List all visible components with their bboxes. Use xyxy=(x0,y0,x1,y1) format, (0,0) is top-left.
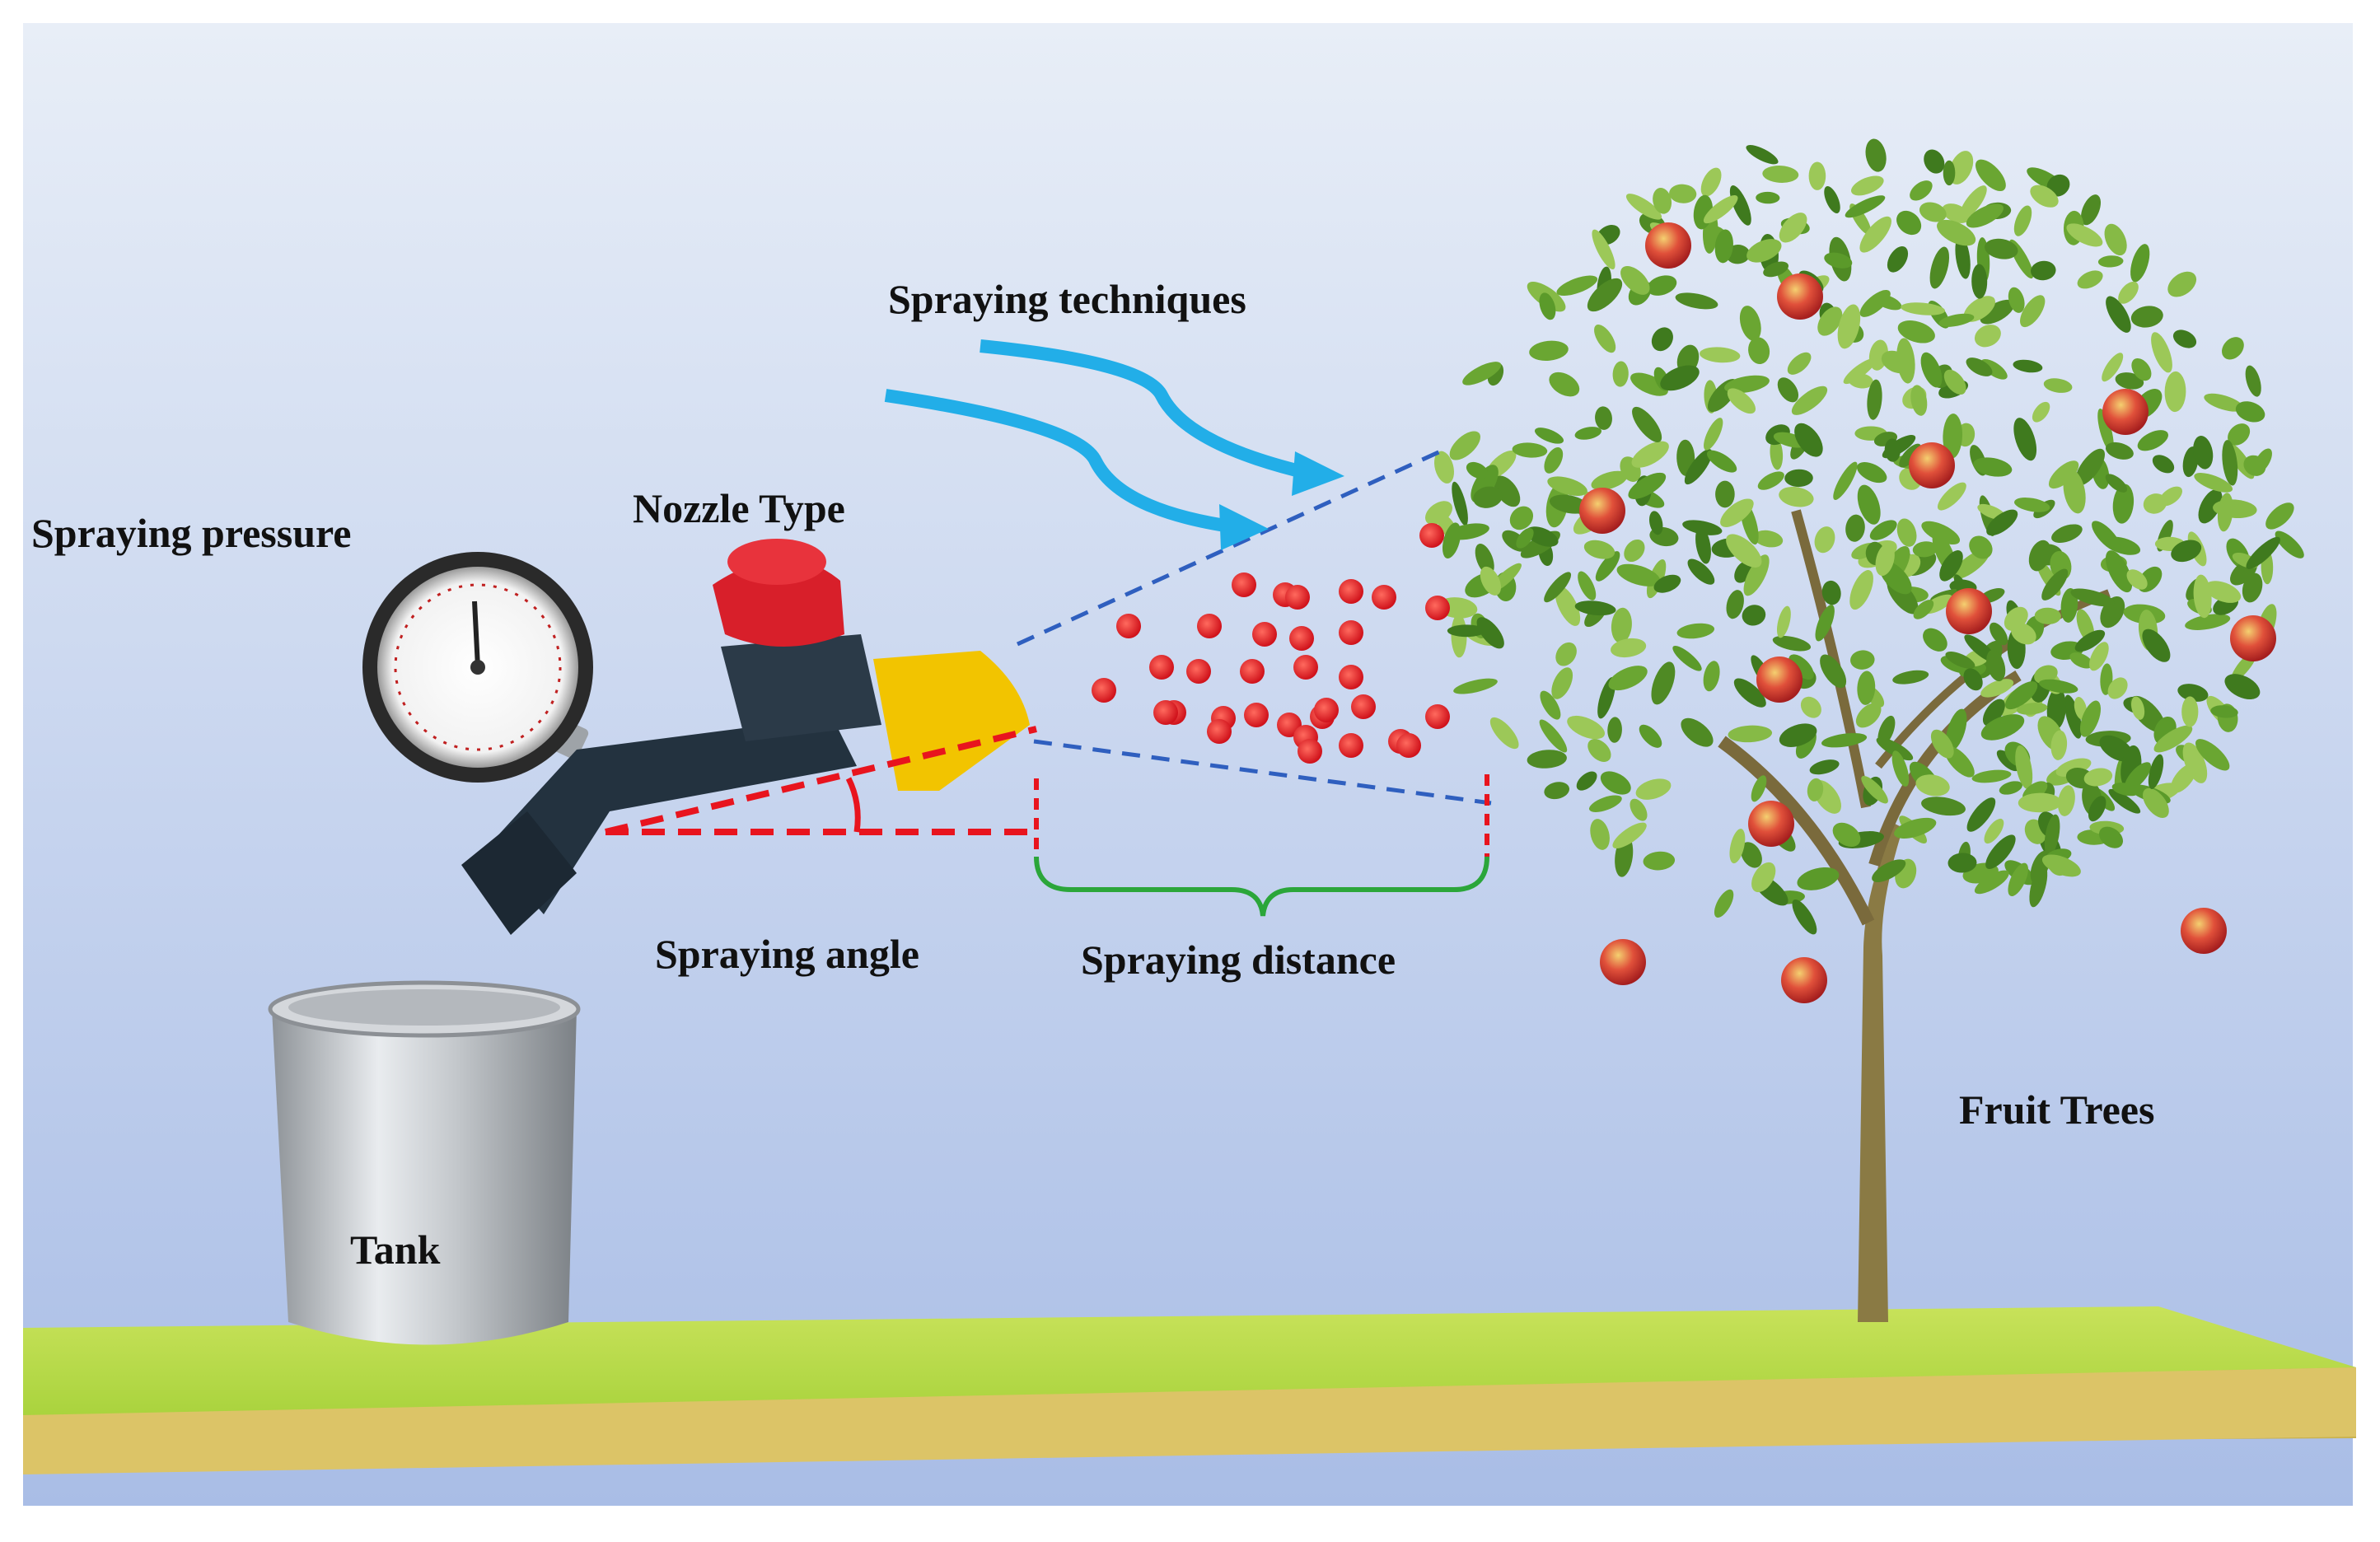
tree-canopy xyxy=(1425,138,2304,935)
droplet xyxy=(1419,523,1444,548)
label-spraying-angle: Spraying angle xyxy=(655,931,919,977)
droplet xyxy=(1339,620,1363,645)
label-spraying-distance: Spraying distance xyxy=(1081,937,1396,983)
apple xyxy=(2230,615,2276,661)
label-spraying-techniques: Spraying techniques xyxy=(888,276,1246,322)
spraying-technique-arrows xyxy=(884,339,1344,550)
droplet xyxy=(1116,614,1141,638)
apple xyxy=(1781,957,1827,1003)
droplet xyxy=(1396,733,1421,758)
droplet xyxy=(1092,678,1116,703)
droplet xyxy=(1232,572,1256,597)
spraying-angle-marker xyxy=(605,726,1037,835)
droplet xyxy=(1149,655,1174,680)
droplet xyxy=(1351,694,1376,719)
droplet xyxy=(1244,703,1269,727)
droplet xyxy=(1339,579,1363,604)
droplet xyxy=(1298,739,1322,764)
droplet xyxy=(1339,665,1363,689)
fruit-tree xyxy=(1425,138,2304,1322)
apple xyxy=(1600,939,1646,985)
droplet xyxy=(1153,700,1178,725)
droplet xyxy=(1314,698,1339,722)
tank xyxy=(268,980,581,1345)
ground xyxy=(23,1306,2356,1474)
pressure-gauge xyxy=(362,552,593,783)
droplet xyxy=(1240,659,1265,684)
droplet xyxy=(1372,585,1396,610)
droplet xyxy=(1186,659,1211,684)
apple xyxy=(1579,488,1625,534)
spray-cone xyxy=(1016,446,1492,806)
label-nozzle-type: Nozzle Type xyxy=(633,485,845,531)
label-spraying-pressure: Spraying pressure xyxy=(31,510,352,556)
droplet xyxy=(1339,733,1363,758)
label-fruit-trees: Fruit Trees xyxy=(1959,1086,2155,1133)
droplet xyxy=(1252,622,1277,647)
droplet xyxy=(1197,614,1222,638)
apple xyxy=(1946,588,1992,634)
droplet xyxy=(1207,719,1232,744)
apple xyxy=(1909,442,1955,488)
droplet xyxy=(1293,655,1318,680)
apple xyxy=(2181,908,2227,954)
label-tank: Tank xyxy=(350,1227,441,1273)
droplet xyxy=(1285,585,1310,610)
spray-droplets xyxy=(1092,523,1450,764)
droplet xyxy=(1425,596,1450,620)
apples xyxy=(1579,222,2276,1003)
apple xyxy=(1777,273,1823,320)
apple xyxy=(1748,801,1794,847)
sprayer-nozzle xyxy=(461,539,1030,935)
spraying-distance-marker xyxy=(1034,774,1489,917)
droplet xyxy=(1289,626,1314,651)
apple xyxy=(1756,657,1803,703)
apple xyxy=(2102,389,2149,435)
droplet xyxy=(1425,704,1450,729)
apple xyxy=(1645,222,1691,269)
